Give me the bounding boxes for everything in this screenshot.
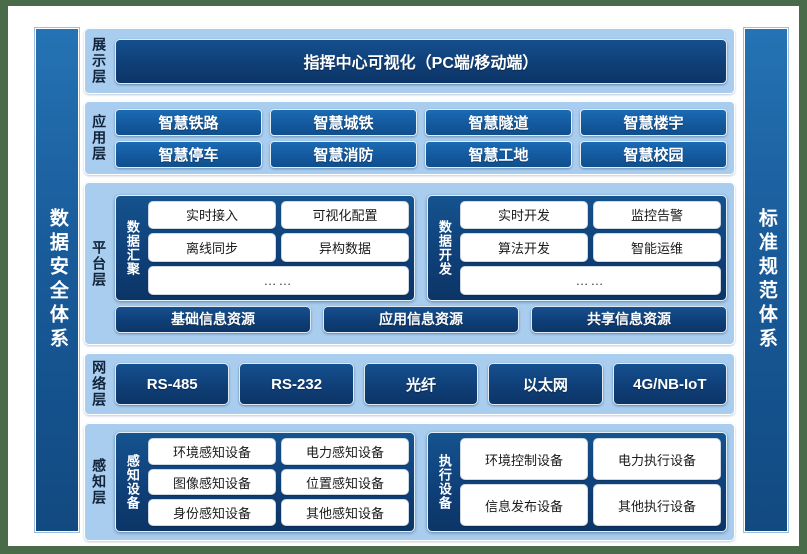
chip-visual-config[interactable]: 可视化配置 bbox=[281, 200, 409, 230]
resource-basic-information[interactable]: 基础信息资源 bbox=[115, 305, 311, 333]
layer-perception-label-text: 感知层 bbox=[91, 458, 108, 506]
chip-environment-control[interactable]: 环境控制设备 bbox=[460, 438, 588, 480]
layer-platform-label-text: 平台层 bbox=[91, 239, 108, 288]
network-item-fiber[interactable]: 光纤 bbox=[363, 363, 479, 405]
application-row: 智慧停车 智慧消防 智慧工地 智慧校园 bbox=[115, 140, 727, 168]
layer-perception-body: 感知设备 环境感知设备 电力感知设备 图像感知设备 位置感知设备 bbox=[113, 424, 734, 540]
app-item-smart-tunnel[interactable]: 智慧隧道 bbox=[425, 108, 572, 136]
diagram-sheet: 数据安全体系 标准规范体系 展示层 指挥中心可视化（PC端/移动端） 应用层 智… bbox=[8, 6, 799, 546]
layer-network-label: 网络层 bbox=[85, 354, 113, 414]
group-data-aggregation-label-text: 数据汇聚 bbox=[124, 219, 140, 276]
group-data-aggregation-grid: 实时接入 可视化配置 离线同步 异构数据 …… bbox=[148, 200, 409, 295]
group-data-development-label-text: 数据开发 bbox=[436, 219, 452, 276]
chip-power-actuation[interactable]: 电力执行设备 bbox=[593, 438, 721, 480]
chip-environment-sensing[interactable]: 环境感知设备 bbox=[148, 438, 276, 465]
group-actuation-devices: 执行设备 环境控制设备 电力执行设备 信息发布设备 其他执行设备 bbox=[427, 432, 727, 532]
group-row: 算法开发 智能运维 bbox=[460, 233, 721, 262]
group-row: 信息发布设备 其他执行设备 bbox=[460, 484, 721, 526]
chip-development-more[interactable]: …… bbox=[460, 265, 721, 295]
group-actuation-devices-label-text: 执行设备 bbox=[436, 454, 452, 510]
group-data-aggregation-label: 数据汇聚 bbox=[121, 201, 143, 295]
group-sensing-devices-label-text: 感知设备 bbox=[124, 454, 140, 510]
group-data-development-label: 数据开发 bbox=[433, 201, 455, 295]
standards-pillar: 标准规范体系 bbox=[744, 28, 788, 532]
network-item-4g-nbiot[interactable]: 4G/NB-IoT bbox=[612, 363, 728, 405]
chip-image-sensing[interactable]: 图像感知设备 bbox=[148, 468, 276, 496]
group-row: 图像感知设备 位置感知设备 bbox=[148, 468, 409, 496]
data-security-pillar-label: 数据安全体系 bbox=[46, 208, 68, 352]
chip-intelligent-ops[interactable]: 智能运维 bbox=[593, 233, 721, 262]
chip-aggregation-more[interactable]: …… bbox=[148, 265, 409, 295]
network-item-ethernet[interactable]: 以太网 bbox=[488, 363, 603, 405]
application-row: 智慧铁路 智慧城铁 智慧隧道 智慧楼宇 bbox=[115, 108, 727, 136]
group-data-development: 数据开发 实时开发 监控告警 算法开发 智能运维 bbox=[427, 194, 727, 301]
group-sensing-devices-grid: 环境感知设备 电力感知设备 图像感知设备 位置感知设备 身份感知设备 其他感知设… bbox=[148, 438, 409, 527]
layer-platform-label: 平台层 bbox=[85, 183, 113, 344]
group-data-aggregation: 数据汇聚 实时接入 可视化配置 离线同步 异构数据 bbox=[115, 194, 415, 301]
layer-network-body: RS-485 RS-232 光纤 以太网 4G/NB-IoT bbox=[113, 354, 734, 414]
chip-information-release[interactable]: 信息发布设备 bbox=[460, 484, 588, 526]
group-row: 身份感知设备 其他感知设备 bbox=[148, 499, 409, 527]
group-actuation-devices-grid: 环境控制设备 电力执行设备 信息发布设备 其他执行设备 bbox=[460, 438, 721, 526]
resource-application-information[interactable]: 应用信息资源 bbox=[323, 305, 519, 333]
group-actuation-devices-label: 执行设备 bbox=[433, 438, 455, 526]
chip-other-actuation[interactable]: 其他执行设备 bbox=[593, 484, 721, 526]
perception-group-container: 感知设备 环境感知设备 电力感知设备 图像感知设备 位置感知设备 bbox=[115, 432, 727, 532]
chip-other-sensing[interactable]: 其他感知设备 bbox=[281, 499, 409, 527]
layer-network: 网络层 RS-485 RS-232 光纤 以太网 4G/NB-IoT bbox=[84, 353, 735, 415]
network-item-rs232[interactable]: RS-232 bbox=[239, 363, 354, 405]
group-row: …… bbox=[148, 265, 409, 295]
app-item-smart-parking[interactable]: 智慧停车 bbox=[115, 140, 262, 168]
chip-heterogeneous-data[interactable]: 异构数据 bbox=[281, 233, 409, 262]
group-row: 实时开发 监控告警 bbox=[460, 200, 721, 230]
application-grid: 智慧铁路 智慧城铁 智慧隧道 智慧楼宇 智慧停车 智慧消防 智慧工地 智慧校园 bbox=[115, 108, 727, 168]
app-item-smart-worksite[interactable]: 智慧工地 bbox=[425, 140, 572, 168]
chip-position-sensing[interactable]: 位置感知设备 bbox=[281, 468, 409, 496]
app-item-smart-building[interactable]: 智慧楼宇 bbox=[580, 108, 727, 136]
standards-pillar-label: 标准规范体系 bbox=[755, 208, 777, 352]
layer-platform: 平台层 数据汇聚 实时接入 可视化配置 bbox=[84, 182, 735, 345]
layer-platform-body: 数据汇聚 实时接入 可视化配置 离线同步 异构数据 bbox=[113, 183, 734, 344]
command-center-banner[interactable]: 指挥中心可视化（PC端/移动端） bbox=[115, 38, 727, 84]
chip-offline-sync[interactable]: 离线同步 bbox=[148, 233, 276, 262]
group-row: 环境感知设备 电力感知设备 bbox=[148, 438, 409, 465]
group-sensing-devices-label: 感知设备 bbox=[121, 438, 143, 526]
app-item-smart-metro[interactable]: 智慧城铁 bbox=[270, 108, 417, 136]
layer-presentation-label: 展示层 bbox=[85, 29, 113, 93]
group-row: 环境控制设备 电力执行设备 bbox=[460, 438, 721, 480]
network-item-rs485[interactable]: RS-485 bbox=[115, 363, 230, 405]
layer-network-label-text: 网络层 bbox=[91, 360, 108, 408]
chip-algorithm-development[interactable]: 算法开发 bbox=[460, 233, 588, 262]
group-row: 离线同步 异构数据 bbox=[148, 233, 409, 262]
chip-realtime-ingest[interactable]: 实时接入 bbox=[148, 200, 276, 230]
resource-shared-information[interactable]: 共享信息资源 bbox=[531, 305, 727, 333]
layer-application-body: 智慧铁路 智慧城铁 智慧隧道 智慧楼宇 智慧停车 智慧消防 智慧工地 智慧校园 bbox=[113, 102, 734, 174]
network-items-row: RS-485 RS-232 光纤 以太网 4G/NB-IoT bbox=[115, 363, 728, 405]
layer-application: 应用层 智慧铁路 智慧城铁 智慧隧道 智慧楼宇 智慧停车 智慧消防 智慧工地 智… bbox=[84, 101, 735, 175]
group-sensing-devices: 感知设备 环境感知设备 电力感知设备 图像感知设备 位置感知设备 bbox=[115, 432, 415, 532]
group-row: …… bbox=[460, 265, 721, 295]
app-item-smart-campus[interactable]: 智慧校园 bbox=[580, 140, 727, 168]
data-security-pillar: 数据安全体系 bbox=[35, 28, 79, 532]
layer-application-label: 应用层 bbox=[85, 102, 113, 174]
chip-monitoring-alarm[interactable]: 监控告警 bbox=[593, 200, 721, 230]
layer-presentation-label-text: 展示层 bbox=[91, 37, 108, 85]
layer-application-label-text: 应用层 bbox=[91, 114, 108, 162]
layer-presentation-body: 指挥中心可视化（PC端/移动端） bbox=[113, 29, 734, 93]
app-item-smart-railway[interactable]: 智慧铁路 bbox=[115, 108, 262, 136]
chip-identity-sensing[interactable]: 身份感知设备 bbox=[148, 499, 276, 527]
platform-group-container: 数据汇聚 实时接入 可视化配置 离线同步 异构数据 bbox=[115, 194, 727, 301]
layer-presentation: 展示层 指挥中心可视化（PC端/移动端） bbox=[84, 28, 735, 94]
platform-resource-row: 基础信息资源 应用信息资源 共享信息资源 bbox=[115, 305, 727, 333]
app-item-smart-firefighting[interactable]: 智慧消防 bbox=[270, 140, 417, 168]
group-row: 实时接入 可视化配置 bbox=[148, 200, 409, 230]
chip-realtime-development[interactable]: 实时开发 bbox=[460, 200, 588, 230]
layer-perception-label: 感知层 bbox=[85, 424, 113, 540]
layer-perception: 感知层 感知设备 环境感知设备 电力感知设备 bbox=[84, 423, 735, 541]
chip-power-sensing[interactable]: 电力感知设备 bbox=[281, 438, 409, 465]
group-data-development-grid: 实时开发 监控告警 算法开发 智能运维 …… bbox=[460, 200, 721, 295]
